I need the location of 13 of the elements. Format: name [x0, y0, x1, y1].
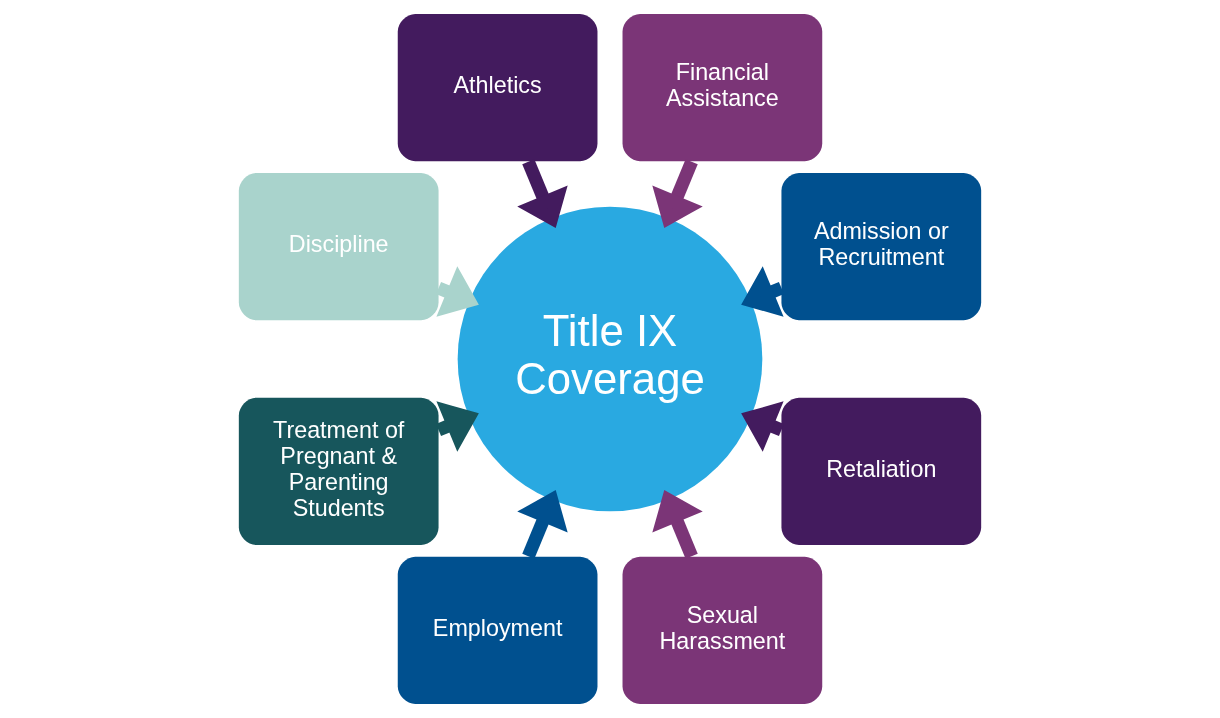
- arrow: [517, 490, 568, 559]
- node-box: Admission or Recruitment: [781, 173, 982, 321]
- node-box: Discipline: [238, 173, 439, 321]
- node-circle: Title IX Coverage: [457, 206, 763, 512]
- arrow: [652, 490, 703, 559]
- node-box: Employment: [397, 556, 598, 704]
- node-box: Treatment of Pregnant & Parenting Students: [238, 397, 439, 545]
- arrow: [652, 159, 703, 228]
- node-box: Sexual Harassment: [622, 556, 823, 704]
- node-box: Athletics: [397, 14, 598, 162]
- node-box: Retaliation: [781, 397, 982, 545]
- node-box: Financial Assistance: [622, 14, 823, 162]
- arrow: [517, 159, 568, 228]
